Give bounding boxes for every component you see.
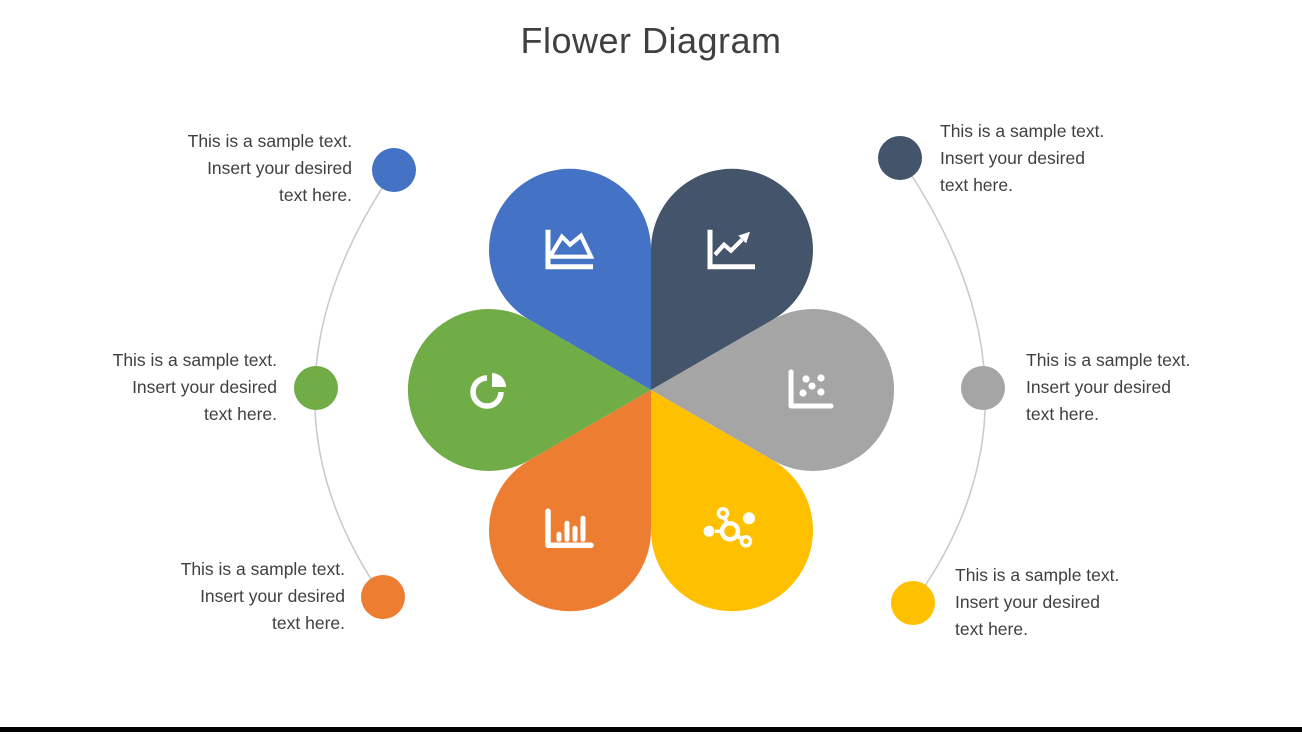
callout-text-line: This is a sample text. xyxy=(940,121,1105,141)
callout-text-line: This is a sample text. xyxy=(112,350,277,370)
callout-text-line: This is a sample text. xyxy=(187,131,352,151)
diagram-title: Flower Diagram xyxy=(520,20,782,61)
callout-text-line: Insert your desired xyxy=(940,148,1085,168)
callout-text-line: Insert your desired xyxy=(1026,377,1171,397)
callout-dot-left-middle xyxy=(294,366,338,410)
callout-text-line: text here. xyxy=(272,613,345,633)
petal-scatter-plot xyxy=(651,309,895,471)
callout-right-middle: This is a sample text. Insert your desir… xyxy=(1026,347,1190,428)
bar-chart-icon xyxy=(545,508,594,549)
callout-text-line: Insert your desired xyxy=(200,586,345,606)
petal-pie-chart xyxy=(407,308,651,471)
callout-dot-left-bottom xyxy=(361,575,405,619)
callout-text-line: Insert your desired xyxy=(132,377,277,397)
petal-network xyxy=(651,390,813,612)
callout-dot-right-top xyxy=(878,136,922,180)
callout-text-line: Insert your desired xyxy=(955,592,1100,612)
callout-text-line: text here. xyxy=(204,404,277,424)
callout-right-top: This is a sample text. Insert your desir… xyxy=(940,118,1104,199)
network-icon xyxy=(703,507,755,548)
area-chart-icon xyxy=(545,229,595,270)
petal-trend-line xyxy=(651,168,813,390)
scatter-plot-icon xyxy=(788,369,834,409)
callout-text-line: Insert your desired xyxy=(207,158,352,178)
callout-text-line: text here. xyxy=(279,185,352,205)
callout-right-bottom: This is a sample text. Insert your desir… xyxy=(955,562,1119,643)
callout-text-line: This is a sample text. xyxy=(955,565,1120,585)
petal-area-chart xyxy=(488,168,651,390)
callout-text-line: text here. xyxy=(940,175,1013,195)
callout-text-line: This is a sample text. xyxy=(1026,350,1191,370)
pie-chart-icon xyxy=(470,373,506,409)
callout-text-line: This is a sample text. xyxy=(180,559,345,579)
callout-left-middle: This is a sample text. Insert your desir… xyxy=(113,347,277,428)
callout-dot-right-middle xyxy=(961,366,1005,410)
callout-left-top: This is a sample text. Insert your desir… xyxy=(188,128,352,209)
bottom-border xyxy=(0,727,1302,732)
callout-text-line: text here. xyxy=(1026,404,1099,424)
callout-dot-left-top xyxy=(372,148,416,192)
callout-left-bottom: This is a sample text. Insert your desir… xyxy=(181,556,345,637)
callout-text-line: text here. xyxy=(955,619,1028,639)
petal-bar-chart xyxy=(488,390,651,612)
callout-dot-right-bottom xyxy=(891,581,935,625)
